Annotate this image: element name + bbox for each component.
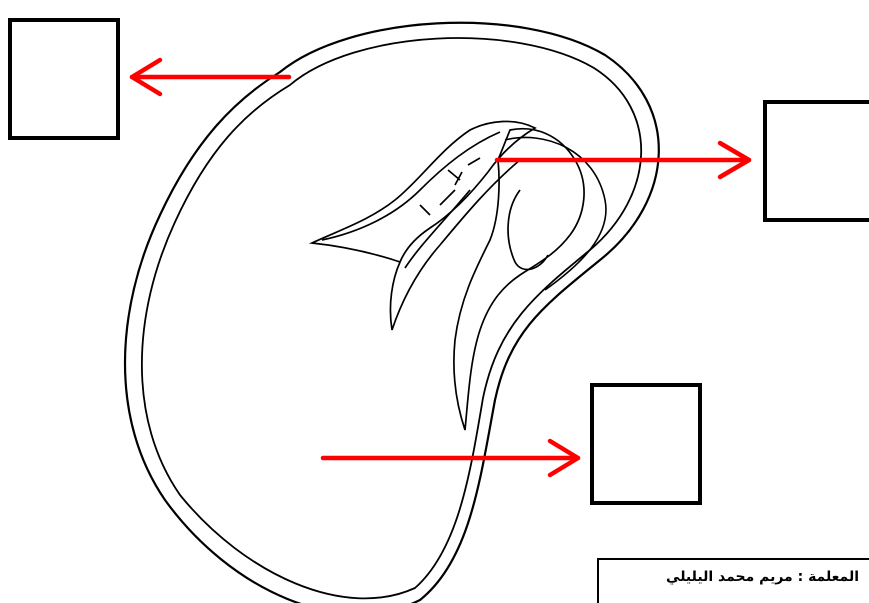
arrow-to-seed-coat-box	[132, 60, 289, 94]
arrow-to-cotyledon-box	[323, 441, 578, 475]
teacher-credit-text: المعلمة : مريم محمد اليليلي	[666, 569, 859, 585]
label-box-seed-coat[interactable]	[10, 20, 118, 138]
embryo-radicle	[454, 129, 584, 430]
label-box-cotyledon[interactable]	[592, 385, 700, 503]
label-box-embryo[interactable]	[765, 102, 869, 220]
arrow-to-embryo-box	[497, 143, 749, 177]
teacher-credit-box: المعلمة : مريم محمد اليليلي	[597, 558, 869, 603]
seed-coat-outline	[125, 23, 659, 603]
